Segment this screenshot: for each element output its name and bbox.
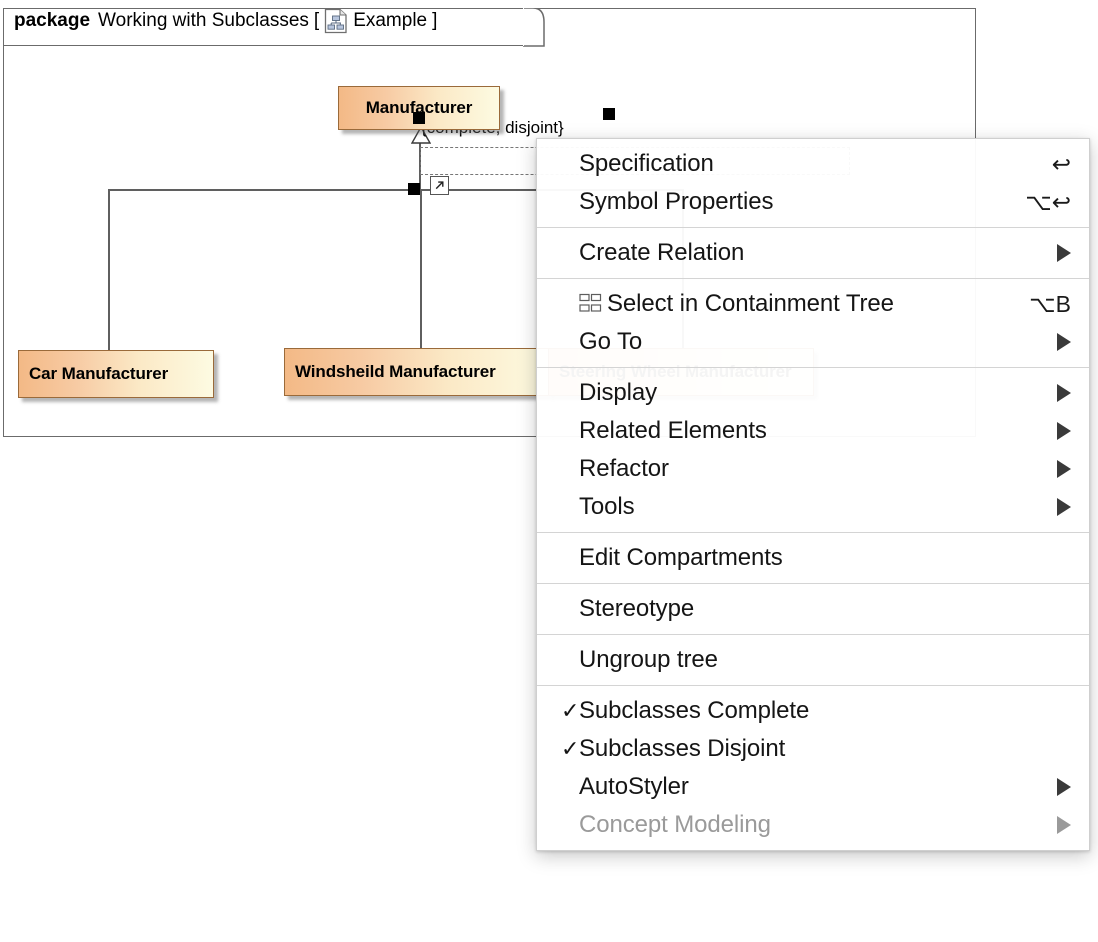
menu-item-display[interactable]: Display — [537, 374, 1089, 412]
menu-item-subclasses-disjoint[interactable]: ✓Subclasses Disjoint — [537, 730, 1089, 768]
menu-item-subclasses-complete[interactable]: ✓Subclasses Complete — [537, 692, 1089, 730]
containment-tree-icon — [579, 293, 607, 315]
context-menu[interactable]: Specification ↩ Symbol Properties ⌥↩ Create … — [536, 138, 1090, 851]
package-header-tab[interactable] — [3, 8, 525, 46]
menu-item-shortcut: ↩ — [1051, 150, 1071, 177]
menu-separator — [537, 685, 1089, 686]
menu-item-label: Related Elements — [579, 417, 767, 444]
check-icon: ✓ — [561, 736, 580, 761]
package-keyword: package — [14, 10, 91, 31]
menu-separator — [537, 278, 1089, 279]
menu-item-label: Refactor — [579, 455, 669, 482]
menu-item-label: Go To — [579, 328, 643, 355]
menu-separator — [537, 583, 1089, 584]
menu-item-edit-compartments[interactable]: Edit Compartments — [537, 539, 1089, 577]
menu-item-label: Select in Containment Tree — [607, 290, 894, 317]
submenu-arrow-icon — [1057, 333, 1071, 351]
menu-item-autostyler[interactable]: AutoStyler — [537, 768, 1089, 806]
menu-item-tools[interactable]: Tools — [537, 488, 1089, 526]
generalization-trunk-line — [419, 140, 421, 190]
submenu-arrow-icon — [1057, 816, 1071, 834]
package-tab-corner — [523, 8, 545, 47]
package-header-label: package Working with Subclasses [ Exampl… — [14, 8, 440, 34]
menu-item-related-elements[interactable]: Related Elements — [537, 412, 1089, 450]
menu-item-label: Specification — [579, 150, 714, 177]
generalization-branch-car — [108, 189, 110, 351]
menu-item-label: Symbol Properties — [579, 188, 774, 215]
submenu-arrow-icon — [1057, 384, 1071, 402]
go-to-arrow-icon[interactable] — [430, 176, 449, 195]
selection-handle[interactable] — [408, 183, 420, 195]
menu-item-specification[interactable]: Specification ↩ — [537, 145, 1089, 183]
class-windsheild-manufacturer[interactable]: Windsheild Manufacturer — [284, 348, 550, 396]
menu-item-label: Edit Compartments — [579, 544, 783, 571]
generalization-branch-windsheild — [420, 189, 422, 349]
bracket-open: [ — [313, 10, 320, 31]
class-name-label: Windsheild Manufacturer — [295, 362, 496, 381]
menu-item-refactor[interactable]: Refactor — [537, 450, 1089, 488]
class-car-manufacturer[interactable]: Car Manufacturer — [18, 350, 214, 398]
menu-item-ungroup-tree[interactable]: Ungroup tree — [537, 641, 1089, 679]
submenu-arrow-icon — [1057, 422, 1071, 440]
generalization-arrow-icon — [410, 125, 432, 144]
package-name: Working with Subclasses — [98, 10, 309, 31]
menu-separator — [537, 227, 1089, 228]
menu-item-create-relation[interactable]: Create Relation — [537, 234, 1089, 272]
menu-item-label: Ungroup tree — [579, 646, 718, 673]
menu-separator — [537, 634, 1089, 635]
submenu-arrow-icon — [1057, 460, 1071, 478]
menu-item-label: AutoStyler — [579, 773, 689, 800]
diagram-name: Example — [353, 10, 428, 31]
menu-item-label: Subclasses Complete — [579, 697, 810, 724]
bracket-close: ] — [432, 10, 438, 31]
menu-item-label: Stereotype — [579, 595, 695, 622]
class-name-label: Manufacturer — [365, 98, 473, 117]
menu-item-label: Display — [579, 379, 657, 406]
class-name-label: Car Manufacturer — [29, 364, 169, 383]
submenu-arrow-icon — [1057, 498, 1071, 516]
menu-item-symbol-properties[interactable]: Symbol Properties ⌥↩ — [537, 183, 1089, 221]
menu-item-shortcut: ⌥↩ — [1025, 188, 1071, 215]
check-icon: ✓ — [561, 698, 580, 723]
menu-item-label: Create Relation — [579, 239, 745, 266]
class-diagram-icon — [324, 8, 348, 34]
menu-item-go-to[interactable]: Go To — [537, 323, 1089, 361]
menu-item-label: Concept Modeling — [579, 811, 771, 838]
submenu-arrow-icon — [1057, 778, 1071, 796]
menu-item-shortcut: ⌥B — [1029, 290, 1071, 317]
menu-item-label: Tools — [579, 493, 635, 520]
generalization-horizontal-line — [108, 189, 683, 191]
menu-separator — [537, 532, 1089, 533]
menu-separator — [537, 367, 1089, 368]
menu-item-stereotype[interactable]: Stereotype — [537, 590, 1089, 628]
menu-item-concept-modeling: Concept Modeling — [537, 806, 1089, 844]
menu-item-label: Subclasses Disjoint — [579, 735, 786, 762]
selection-handle[interactable] — [413, 112, 425, 124]
menu-item-select-in-containment-tree[interactable]: Select in Containment Tree ⌥B — [537, 285, 1089, 323]
selection-handle[interactable] — [603, 108, 615, 120]
submenu-arrow-icon — [1057, 244, 1071, 262]
